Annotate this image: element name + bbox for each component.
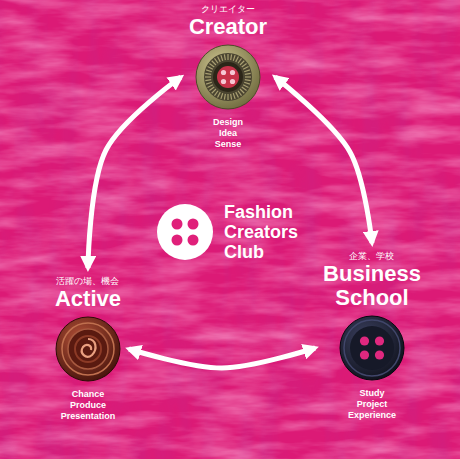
bidirectional-arrow <box>129 348 315 368</box>
keyword-list: Study Project Experience <box>348 388 396 421</box>
logo-icon <box>156 203 214 261</box>
category-node: 企業、学校Business SchoolStudy Project Experi… <box>321 249 423 423</box>
club-node: Fashion Creators Club <box>154 200 300 264</box>
keyword-list: Design Idea Sense <box>213 117 243 150</box>
category-node: クリエイターCreatorDesign Idea Sense <box>187 2 269 152</box>
node-heading: Active <box>55 287 121 311</box>
club-name: Fashion Creators Club <box>224 202 298 262</box>
button-icon <box>339 315 405 381</box>
category-node: 活躍の場、機会ActiveChance Produce Presentation <box>53 274 123 424</box>
node-heading: Business School <box>323 262 421 310</box>
japanese-label: 企業、学校 <box>349 251 394 262</box>
button-icon <box>195 44 261 110</box>
keyword-list: Chance Produce Presentation <box>61 389 116 422</box>
japanese-label: クリエイター <box>201 4 255 15</box>
node-heading: Creator <box>189 15 267 39</box>
japanese-label: 活躍の場、機会 <box>56 276 119 287</box>
button-icon <box>55 316 121 382</box>
